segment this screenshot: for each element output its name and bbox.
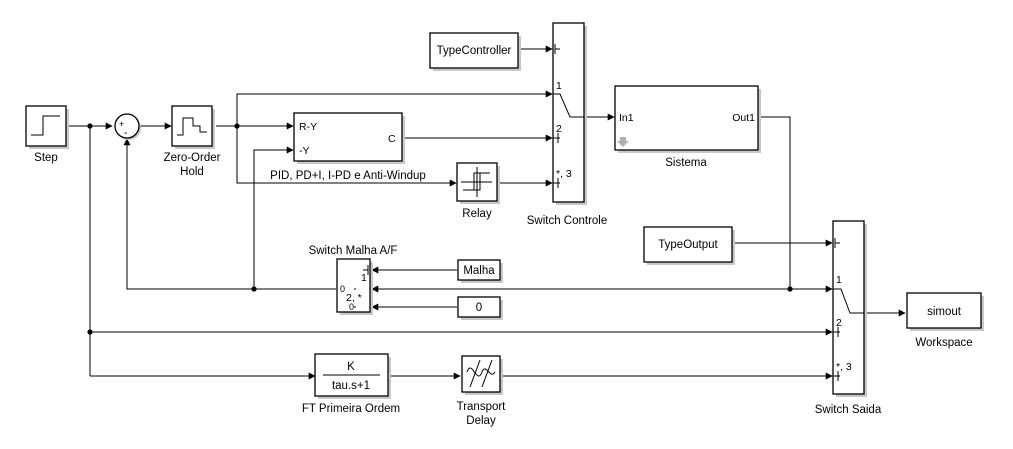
type-controller-block[interactable]: TypeController xyxy=(429,32,521,71)
switch-saida-port2: 2 xyxy=(836,317,842,329)
switch-controle-label: Switch Controle xyxy=(527,215,608,227)
signal-wires xyxy=(68,45,906,380)
branch-dot xyxy=(87,329,93,335)
relay-block[interactable]: Relay xyxy=(456,162,500,220)
simout-block[interactable]: simout Workspace xyxy=(906,292,984,349)
zoh-label-line1: Zero-Order xyxy=(164,152,221,164)
sum-plus-sign: + xyxy=(119,119,124,129)
wire-sistema-switchsaida[interactable] xyxy=(760,116,833,293)
relay-label: Relay xyxy=(462,208,492,220)
switch-malha-port1: 1 xyxy=(361,272,367,284)
zero-constant-text: 0 xyxy=(476,302,482,314)
wire-zoh-switch1[interactable] xyxy=(236,90,553,126)
switch-malha-control-port xyxy=(363,265,369,275)
malha-block[interactable]: Malha xyxy=(457,259,503,283)
sistema-label: Sistema xyxy=(665,157,707,169)
sistema-block[interactable]: In1 Out1 Sistema xyxy=(614,85,761,169)
switch-malha-port-marks xyxy=(354,288,356,308)
wire-zoh-relay[interactable] xyxy=(236,126,457,187)
branch-dot xyxy=(234,123,240,129)
switch-saida-label: Switch Saida xyxy=(815,404,882,416)
ft-primeira-ordem-block[interactable]: K tau.s+1 FT Primeira Ordem xyxy=(302,353,400,415)
type-controller-text: TypeController xyxy=(437,45,512,57)
relay-icon xyxy=(463,172,490,191)
zoh-icon xyxy=(177,117,207,136)
switch-saida-port1: 1 xyxy=(836,274,842,286)
ft-label: FT Primeira Ordem xyxy=(302,403,400,415)
branch-dot xyxy=(251,286,257,292)
switch-controle-port3: *, 3 xyxy=(556,168,572,180)
transport-delay-label-line2: Delay xyxy=(466,415,496,427)
switch-malha-out-mark-2: 0 xyxy=(349,302,354,312)
pid-in2-port: -Y xyxy=(299,145,310,157)
subsystem-arrow-icon xyxy=(617,137,629,147)
branch-points xyxy=(87,123,793,335)
switch-controle-port1: 1 xyxy=(556,80,562,92)
sistema-out-port: Out1 xyxy=(732,112,755,124)
switch-saida-control-port xyxy=(834,238,840,248)
type-output-text: TypeOutput xyxy=(658,239,718,251)
switch-saida-port3: *, 3 xyxy=(836,361,852,373)
sum-minus-sign: - xyxy=(124,127,128,139)
switch-saida-port3-mark xyxy=(833,371,840,381)
sistema-in-port: In1 xyxy=(619,112,634,124)
switch-controle-port2: 2 xyxy=(556,123,562,135)
switch-malha-block[interactable]: 0 0 1 2, * Switch Malha A/F xyxy=(309,245,398,315)
switch-controle-path xyxy=(553,93,584,118)
ft-denominator: tau.s+1 xyxy=(332,380,370,392)
simout-text: simout xyxy=(927,306,962,318)
sum-block[interactable]: + - xyxy=(114,113,141,140)
pid-in1-port: R-Y xyxy=(299,121,317,133)
wire-switchmalha-sum[interactable] xyxy=(123,138,336,290)
switch-saida-block[interactable]: 1 2 *, 3 Switch Saida xyxy=(815,220,882,416)
delay-shift-icon xyxy=(469,359,493,388)
workspace-label: Workspace xyxy=(915,337,972,349)
switch-saida-path xyxy=(833,288,864,314)
branch-dot xyxy=(87,123,93,129)
pid-block[interactable]: R-Y -Y C PID, PD+I, I-PD e Anti-Windup xyxy=(270,112,426,182)
switch-malha-out-mark: 0 xyxy=(340,284,345,294)
switch-controle-port2-mark xyxy=(553,133,560,143)
ft-numerator: K xyxy=(347,361,355,373)
step-icon xyxy=(31,115,60,136)
wire-switchmalha-pid[interactable] xyxy=(253,146,294,289)
branch-dot xyxy=(787,286,793,292)
delay-wave-icon xyxy=(466,367,496,377)
pid-label: PID, PD+I, I-PD e Anti-Windup xyxy=(270,170,426,182)
switch-saida-port2-mark xyxy=(833,327,840,337)
step-label: Step xyxy=(34,152,58,164)
transport-delay-block[interactable]: Transport Delay xyxy=(457,355,507,427)
transport-delay-label-line1: Transport xyxy=(457,401,507,413)
switch-malha-port2: 2, * xyxy=(346,292,362,304)
pid-out-port: C xyxy=(388,133,396,145)
switch-controle-port3-mark xyxy=(553,178,560,188)
relay-axes-icon xyxy=(461,167,492,197)
switch-controle-control-port xyxy=(554,44,560,54)
zoh-label-line2: Hold xyxy=(180,166,204,178)
switch-controle-block[interactable]: 1 2 *, 3 Switch Controle xyxy=(527,22,608,227)
zero-constant-block[interactable]: 0 xyxy=(457,296,503,320)
zero-order-hold-block[interactable]: Zero-Order Hold xyxy=(164,105,221,178)
step-block[interactable]: Step xyxy=(25,105,69,164)
type-output-block[interactable]: TypeOutput xyxy=(643,226,735,265)
malha-text: Malha xyxy=(463,265,495,277)
switch-malha-label: Switch Malha A/F xyxy=(309,245,398,257)
